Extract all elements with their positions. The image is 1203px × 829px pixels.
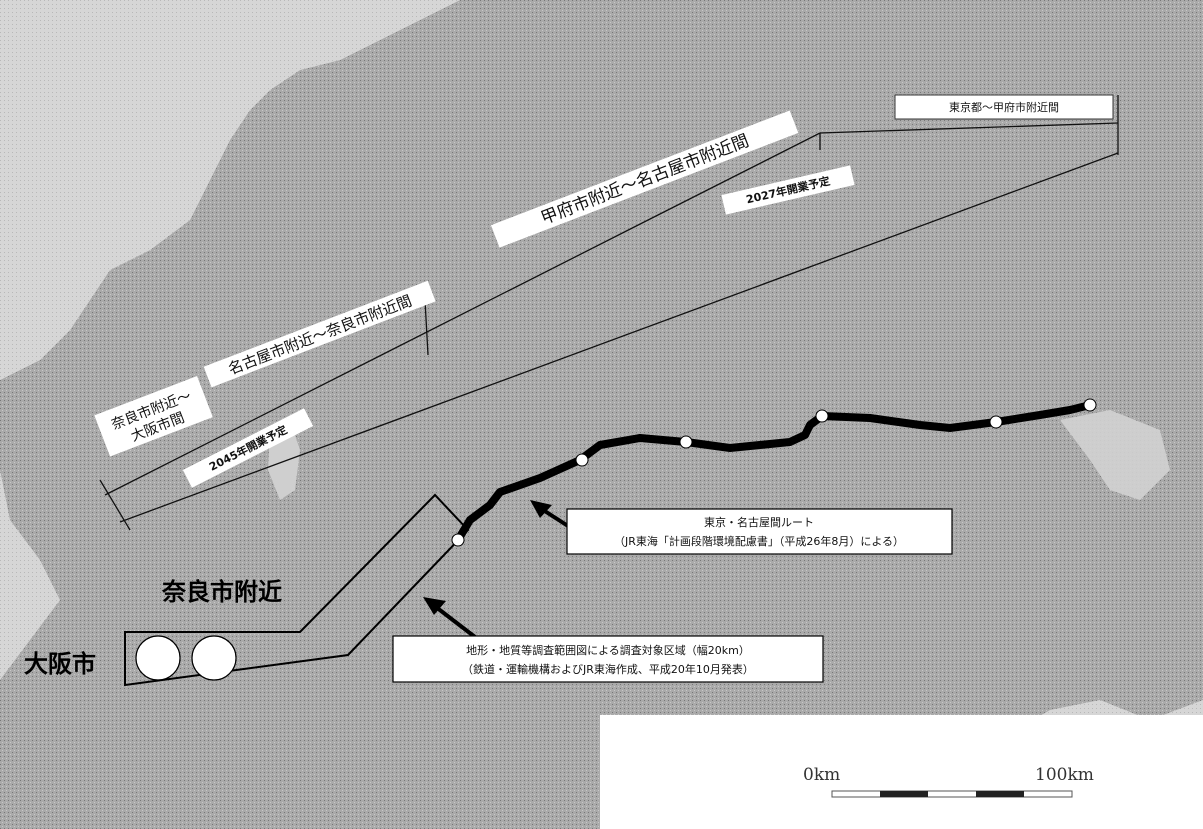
scale-bar: 0km 100km	[803, 765, 1094, 798]
scale-start-label: 0km	[803, 765, 840, 785]
nara-city-label: 奈良市附近	[161, 578, 282, 606]
scale-end-label: 100km	[1035, 765, 1094, 785]
station-marker	[815, 409, 829, 423]
survey-callout: 地形・地質等調査範囲図による調査対象区域（幅20km） （鉄道・運輸機構およびJ…	[392, 635, 824, 683]
station-marker	[451, 533, 465, 547]
route-stations	[451, 398, 1097, 547]
osaka-station-circle	[135, 635, 181, 681]
route-callout: 東京・名古屋間ルート （JR東海「計画段階環境配慮書」（平成26年8月）による）	[566, 508, 953, 555]
northern-coast	[0, 0, 460, 380]
station-marker	[1083, 398, 1097, 412]
tokyo-bay	[1060, 410, 1170, 500]
segment-tokyo-kofu-text: 東京都〜甲府市附近間	[949, 100, 1059, 114]
tokyo-nagoya-route-line	[454, 401, 1094, 544]
station-marker	[989, 415, 1003, 429]
osaka-city-label: 大阪市	[24, 650, 96, 678]
nara-station-circle	[191, 635, 237, 681]
route-callout-line2: （JR東海「計画段階環境配慮書」（平成26年8月）による）	[614, 534, 904, 548]
section-bands	[99, 95, 1119, 531]
segment-label-tokyo-kofu: 東京都〜甲府市附近間	[894, 94, 1114, 120]
scale-panel	[600, 715, 1203, 829]
station-marker	[679, 435, 693, 449]
survey-callout-line2: （鉄道・運輸機構およびJR東海作成、平成20年10月発表）	[462, 662, 754, 676]
survey-callout-line1: 地形・地質等調査範囲図による調査対象区域（幅20km）	[466, 643, 750, 657]
route-callout-line1: 東京・名古屋間ルート	[704, 515, 814, 529]
callout-arrows	[423, 500, 584, 639]
station-marker	[575, 453, 589, 467]
